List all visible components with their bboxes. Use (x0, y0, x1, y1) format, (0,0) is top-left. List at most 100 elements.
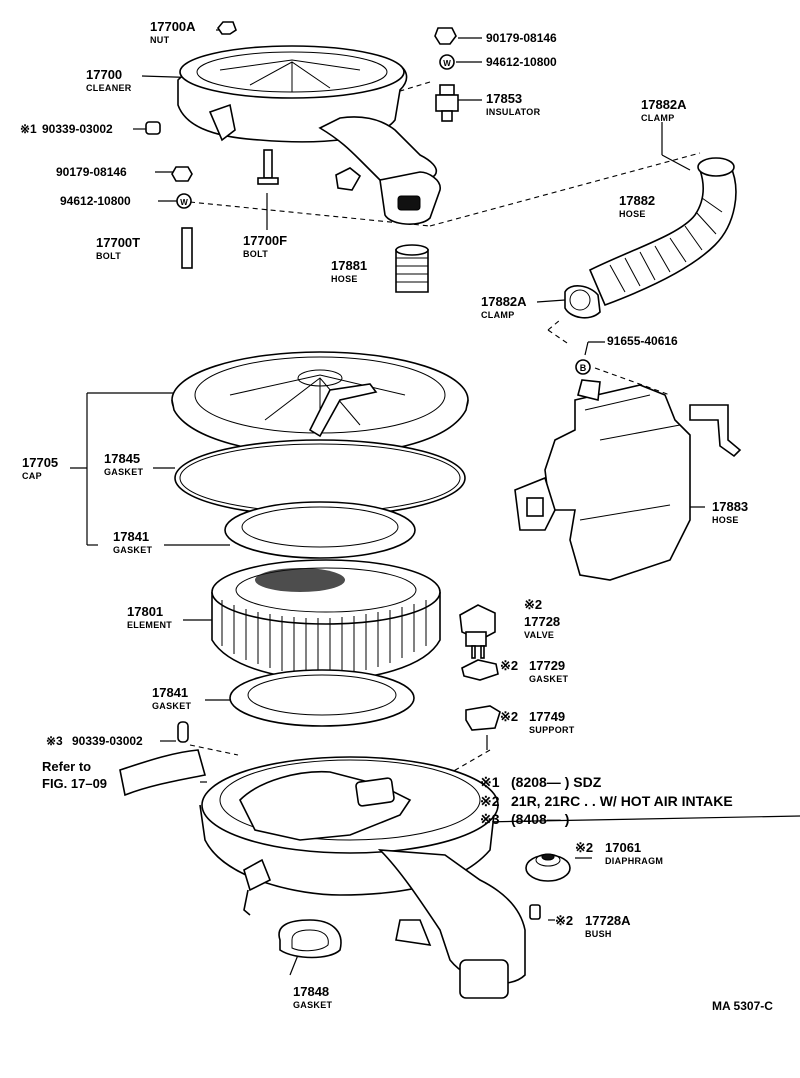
svg-text:※3: ※3 (46, 734, 63, 748)
note-3-text: (8408— ) (511, 811, 569, 827)
label-17700A: 17700A NUT (150, 19, 196, 45)
label-17883: 17883 HOSE (712, 499, 748, 525)
svg-text:INSULATOR: INSULATOR (486, 107, 541, 117)
svg-text:※2: ※2 (575, 840, 593, 855)
svg-text:17841: 17841 (152, 685, 188, 700)
svg-text:GASKET: GASKET (113, 545, 153, 555)
refer-note: Refer to FIG. 17–09 (42, 759, 107, 791)
leader-lines (70, 29, 800, 976)
element-17801 (211, 559, 441, 681)
label-17700: 17700 CLEANER (86, 67, 132, 93)
svg-text:SUPPORT: SUPPORT (529, 725, 575, 735)
svg-text:HOSE: HOSE (619, 209, 646, 219)
svg-text:17801: 17801 (127, 604, 163, 619)
svg-text:17881: 17881 (331, 258, 367, 273)
svg-text:17728A: 17728A (585, 913, 631, 928)
label-17700T: 17700T BOLT (96, 235, 140, 261)
note-2-mark: ※2 (480, 793, 500, 809)
svg-text:FIG. 17–09: FIG. 17–09 (42, 776, 107, 791)
label-17061: ※2 17061 DIAPHRAGM (575, 840, 663, 866)
cleaner-body-bottom (119, 749, 526, 999)
svg-text:W: W (443, 59, 451, 68)
svg-text:※2: ※2 (500, 709, 518, 724)
svg-text:※2: ※2 (500, 658, 518, 673)
svg-text:17882: 17882 (619, 193, 655, 208)
svg-text:17728: 17728 (524, 614, 560, 629)
note-3-mark: ※3 (480, 811, 500, 827)
svg-text:CLEANER: CLEANER (86, 83, 132, 93)
svg-text:17845: 17845 (104, 451, 140, 466)
figure-code: MA 5307-C (712, 999, 773, 1013)
svg-text:HOSE: HOSE (331, 274, 358, 284)
label-17705: 17705 CAP (22, 455, 58, 481)
svg-text:17700T: 17700T (96, 235, 140, 250)
svg-text:17700F: 17700F (243, 233, 287, 248)
note-1-mark: ※1 (480, 774, 500, 790)
svg-text:90339-03002: 90339-03002 (72, 734, 143, 748)
label-17882A-top: 17882A CLAMP (641, 97, 687, 123)
svg-text:※2: ※2 (524, 597, 542, 612)
svg-text:17700A: 17700A (150, 19, 196, 34)
label-94612-right: 94612-10800 (486, 55, 557, 69)
label-17841-lower: 17841 GASKET (152, 685, 192, 711)
svg-text:B: B (580, 363, 587, 373)
svg-text:ELEMENT: ELEMENT (127, 620, 172, 630)
label-17801: 17801 ELEMENT (127, 604, 172, 630)
gasket-17841-lower (229, 669, 415, 727)
svg-text:17882A: 17882A (641, 97, 687, 112)
note-2-text: 21R, 21RC . . W/ HOT AIR INTAKE (511, 793, 733, 809)
small-parts-right (177, 604, 571, 959)
svg-text:GASKET: GASKET (152, 701, 192, 711)
label-17749: ※2 17749 SUPPORT (500, 709, 575, 735)
label-90339-bottom: ※3 90339-03002 (46, 734, 143, 748)
svg-text:17700: 17700 (86, 67, 122, 82)
svg-text:BOLT: BOLT (96, 251, 121, 261)
hose-17883 (514, 379, 742, 581)
label-17700F: 17700F BOLT (243, 233, 287, 259)
label-17882: 17882 HOSE (619, 193, 655, 219)
gasket-17841-upper (224, 501, 416, 559)
svg-text:17705: 17705 (22, 455, 58, 470)
svg-text:GASKET: GASKET (104, 467, 144, 477)
svg-text:17848: 17848 (293, 984, 329, 999)
svg-text:17853: 17853 (486, 91, 522, 106)
svg-text:17729: 17729 (529, 658, 565, 673)
svg-text:Refer to: Refer to (42, 759, 91, 774)
label-90179-left: 90179-08146 (56, 165, 127, 179)
svg-text:※2: ※2 (555, 913, 573, 928)
svg-text:GASKET: GASKET (529, 674, 569, 684)
svg-text:CLAMP: CLAMP (481, 310, 515, 320)
label-17728: ※2 17728 VALVE (524, 597, 560, 640)
cleaner-assembly-top: W W (145, 21, 459, 293)
svg-text:17749: 17749 (529, 709, 565, 724)
label-90339-top: ※1 90339-03002 (20, 122, 113, 136)
label-94612-left: 94612-10800 (60, 194, 131, 208)
svg-text:BUSH: BUSH (585, 929, 612, 939)
label-17841-upper: 17841 GASKET (113, 529, 153, 555)
svg-text:DIAPHRAGM: DIAPHRAGM (605, 856, 663, 866)
label-17853: 17853 INSULATOR (486, 91, 541, 117)
label-91655: 91655-40616 (607, 334, 678, 348)
svg-text:17882A: 17882A (481, 294, 527, 309)
svg-text:VALVE: VALVE (524, 630, 554, 640)
svg-text:17841: 17841 (113, 529, 149, 544)
hose-17882: B (564, 157, 737, 375)
svg-text:W: W (180, 198, 188, 207)
label-17848: 17848 GASKET (293, 984, 333, 1010)
cap-17705 (171, 351, 469, 456)
svg-text:GASKET: GASKET (293, 1000, 333, 1010)
label-17728A: ※2 17728A BUSH (555, 913, 631, 939)
svg-text:※1: ※1 (20, 122, 37, 136)
svg-text:NUT: NUT (150, 35, 170, 45)
svg-text:BOLT: BOLT (243, 249, 268, 259)
note-1-text: (8208— ) SDZ (511, 774, 602, 790)
label-17845: 17845 GASKET (104, 451, 144, 477)
svg-text:CAP: CAP (22, 471, 42, 481)
svg-text:90339-03002: 90339-03002 (42, 122, 113, 136)
label-90179-right: 90179-08146 (486, 31, 557, 45)
label-17882A-bottom: 17882A CLAMP (481, 294, 527, 320)
label-17881: 17881 HOSE (331, 258, 367, 284)
svg-text:17883: 17883 (712, 499, 748, 514)
label-17729: ※2 17729 GASKET (500, 658, 569, 684)
